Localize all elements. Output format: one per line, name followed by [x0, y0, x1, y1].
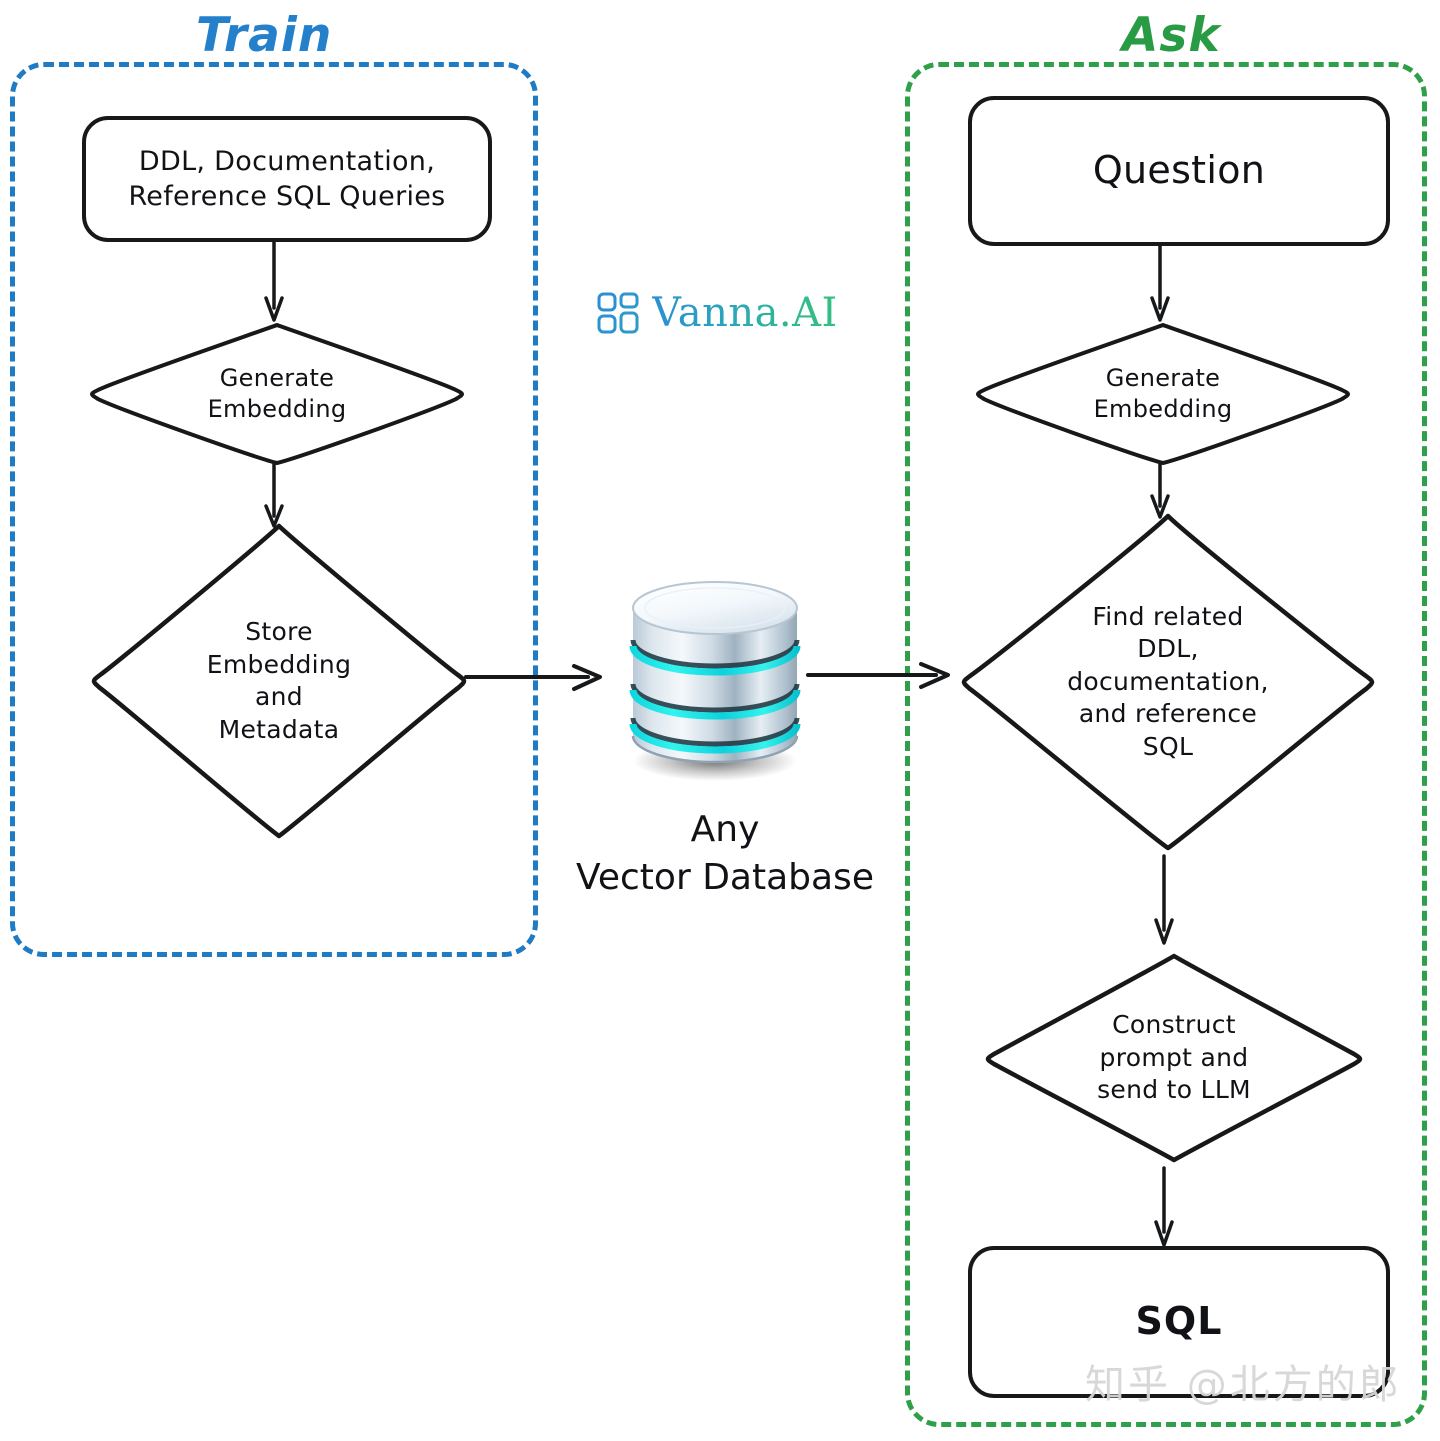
node-find-related-context-label: Find related DDL, documentation, and ref…	[1067, 601, 1269, 761]
node-generate-embedding-ask[interactable]: Generate Embedding	[972, 322, 1354, 466]
database-caption: Any Vector Database	[576, 809, 874, 899]
connector-database-to-find-related	[806, 662, 950, 689]
connector-construct-prompt-to-sql	[1154, 1166, 1174, 1247]
zhihu-watermark: 知乎 @北方的郎	[1085, 1362, 1402, 1408]
node-generate-embedding-train-label: Generate Embedding	[207, 363, 347, 423]
connector-find-related-to-construct-prompt	[1154, 854, 1174, 945]
node-store-embedding-metadata-label: Store Embedding and Metadata	[206, 617, 352, 744]
node-ddl-documentation-box[interactable]: DDL, Documentation, Reference SQL Querie…	[82, 116, 492, 242]
node-question-box[interactable]: Question	[968, 96, 1390, 246]
connector-generate-embedding-to-find-related	[1150, 462, 1170, 519]
connector-question-to-generate-embedding	[1150, 242, 1170, 322]
grid-2x2-icon	[597, 292, 639, 334]
connector-store-to-database	[464, 664, 602, 691]
node-construct-prompt-send-llm-label: Construct prompt and send to LLM	[1097, 1010, 1251, 1105]
connector-ddl-to-generate-embedding	[264, 238, 284, 322]
node-ddl-label: DDL, Documentation, Reference SQL Querie…	[128, 145, 446, 212]
train-group-label: Train	[196, 8, 333, 63]
node-find-related-context[interactable]: Find related DDL, documentation, and ref…	[958, 512, 1378, 852]
connector-generate-embedding-to-store	[264, 462, 284, 528]
node-sql-label: SQL	[1135, 1299, 1223, 1344]
node-sql-box[interactable]: SQL	[968, 1246, 1390, 1398]
vanna-ai-wordmark: Vanna.AI	[652, 290, 838, 336]
node-construct-prompt-send-llm[interactable]: Construct prompt and send to LLM	[982, 952, 1366, 1164]
node-generate-embedding-ask-label: Generate Embedding	[1093, 363, 1233, 423]
node-generate-embedding-train[interactable]: Generate Embedding	[86, 322, 468, 466]
train-group-container	[10, 62, 538, 957]
node-question-label: Question	[1092, 148, 1266, 193]
ask-group-label: Ask	[1122, 8, 1221, 63]
vanna-ai-logo: Vanna.AI	[596, 290, 838, 336]
ask-group-container	[905, 62, 1427, 1427]
database-cylinder-icon	[615, 578, 815, 788]
node-store-embedding-metadata[interactable]: Store Embedding and Metadata	[90, 522, 468, 840]
